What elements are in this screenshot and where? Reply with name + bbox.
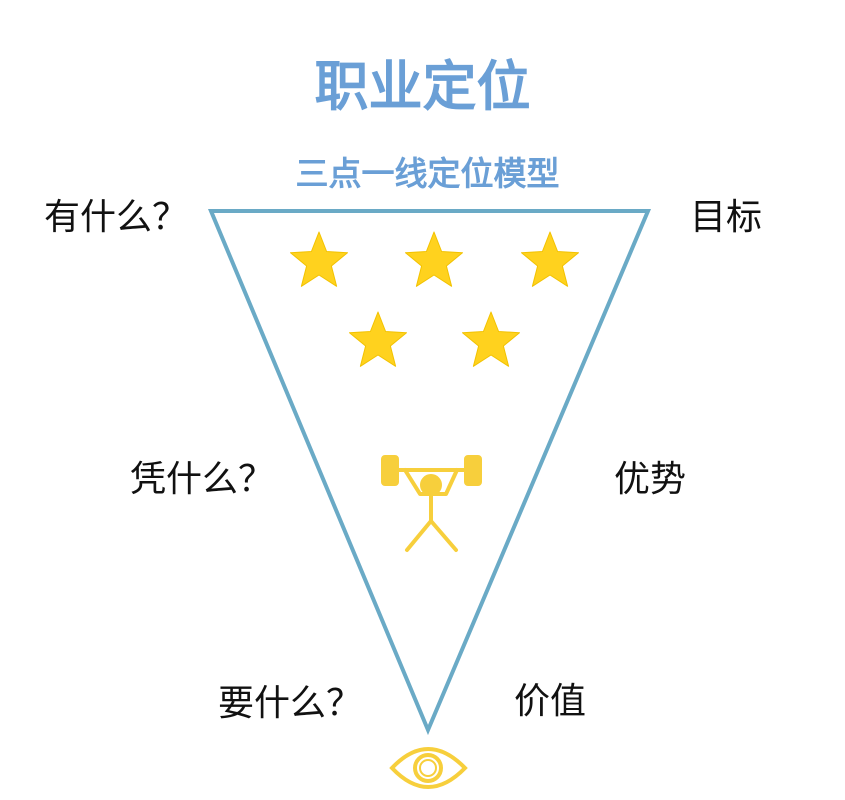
eye-icon	[389, 747, 468, 789]
page-title: 职业定位	[314, 55, 531, 118]
model-subtitle: 三点一线定位模型	[295, 154, 560, 193]
star-icon	[405, 231, 463, 287]
right-label-goal: 目标	[690, 197, 763, 238]
right-label-value: 价值	[514, 681, 587, 722]
inverted-triangle	[207, 209, 652, 736]
star-icon	[462, 311, 520, 367]
left-label-basis: 凭什么？	[130, 459, 275, 500]
right-label-advantage: 优势	[614, 459, 687, 500]
star-icon	[521, 231, 579, 287]
left-label-have: 有什么？	[44, 197, 189, 238]
star-icon	[290, 231, 348, 287]
star-icon	[349, 311, 407, 367]
weightlifter-icon	[381, 455, 482, 552]
left-label-want: 要什么？	[218, 683, 363, 724]
star-group	[290, 231, 579, 367]
